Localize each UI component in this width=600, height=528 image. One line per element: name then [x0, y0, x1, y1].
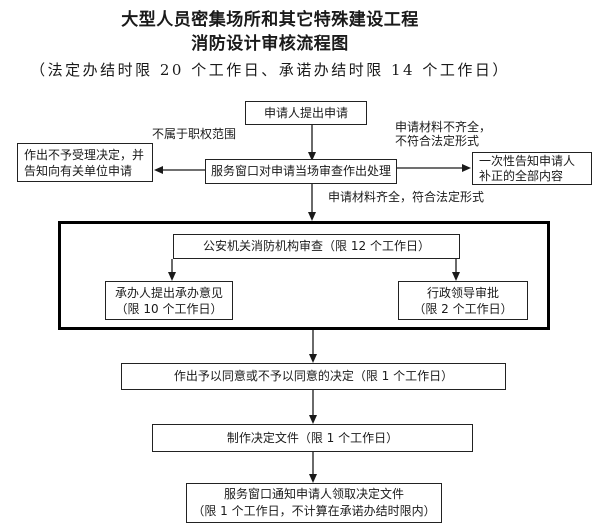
node-fire-org-review-label: 公安机关消防机构审查（限 12 个工作日） — [203, 239, 430, 253]
label-incomplete-materials-line1: 申请材料不齐全， — [395, 120, 492, 134]
node-leader-approval: 行政领导审批 （限 2 个工作日） — [398, 281, 528, 320]
node-reject-decision-line2: 告知向有关单位申请 — [24, 163, 133, 178]
node-notify-correction-line1: 一次性告知申请人 — [479, 153, 576, 168]
node-notify-pickup: 服务窗口通知申请人领取决定文件 （限 1 个工作日，不计算在承诺办结时限内） — [186, 483, 442, 523]
node-applicant-submit-label: 申请人提出申请 — [263, 105, 348, 120]
label-not-jurisdiction: 不属于职权范围 — [152, 127, 237, 141]
node-undertaker-opinion-line2: （限 10 个工作日） — [115, 301, 223, 316]
label-incomplete-materials-line2: 不符合法定形式 — [395, 134, 480, 148]
group-fire-org-review-stage — [58, 221, 550, 330]
page-title-deadline-note: （法定办结时限 20 个工作日、承诺办结时限 14 个工作日） — [30, 61, 510, 79]
node-agree-decision: 作出予以同意或不予以同意的决定（限 1 个工作日） — [121, 363, 506, 390]
node-fire-org-review: 公安机关消防机构审查（限 12 个工作日） — [173, 234, 460, 259]
node-make-document-label: 制作决定文件（限 1 个工作日） — [226, 430, 399, 445]
node-notify-correction: 一次性告知申请人 补正的全部内容 — [472, 152, 592, 185]
page-title: 大型人员密集场所和其它特殊建设工程 消防设计审核流程图 （法定办结时限 20 个… — [0, 8, 540, 80]
node-make-document: 制作决定文件（限 1 个工作日） — [152, 424, 473, 452]
node-reject-decision-line1: 作出不予受理决定，并 — [24, 147, 145, 162]
node-undertaker-opinion-line1: 承办人提出承办意见 — [114, 285, 223, 300]
node-service-window-review: 服务窗口对申请当场审查作出处理 — [205, 159, 397, 184]
node-service-window-review-label: 服务窗口对申请当场审查作出处理 — [210, 164, 391, 178]
node-applicant-submit: 申请人提出申请 — [245, 101, 367, 125]
node-notify-correction-line2: 补正的全部内容 — [479, 168, 564, 183]
node-undertaker-opinion: 承办人提出承办意见 （限 10 个工作日） — [105, 281, 233, 320]
node-leader-approval-line2: （限 2 个工作日） — [413, 301, 513, 316]
label-complete-materials: 申请材料齐全，符合法定形式 — [328, 190, 485, 204]
node-leader-approval-line1: 行政领导审批 — [426, 285, 499, 300]
node-agree-decision-label: 作出予以同意或不予以同意的决定（限 1 个工作日） — [173, 369, 454, 383]
node-notify-pickup-line1: 服务窗口通知申请人领取决定文件 — [223, 487, 404, 501]
page-title-line2: 消防设计审核流程图 — [191, 34, 349, 54]
page-title-line1: 大型人员密集场所和其它特殊建设工程 — [121, 10, 419, 30]
node-reject-decision: 作出不予受理决定，并 告知向有关单位申请 — [17, 143, 153, 182]
label-incomplete-materials: 申请材料不齐全， 不符合法定形式 — [395, 120, 491, 148]
node-notify-pickup-line2: （限 1 个工作日，不计算在承诺办结时限内） — [192, 504, 436, 518]
